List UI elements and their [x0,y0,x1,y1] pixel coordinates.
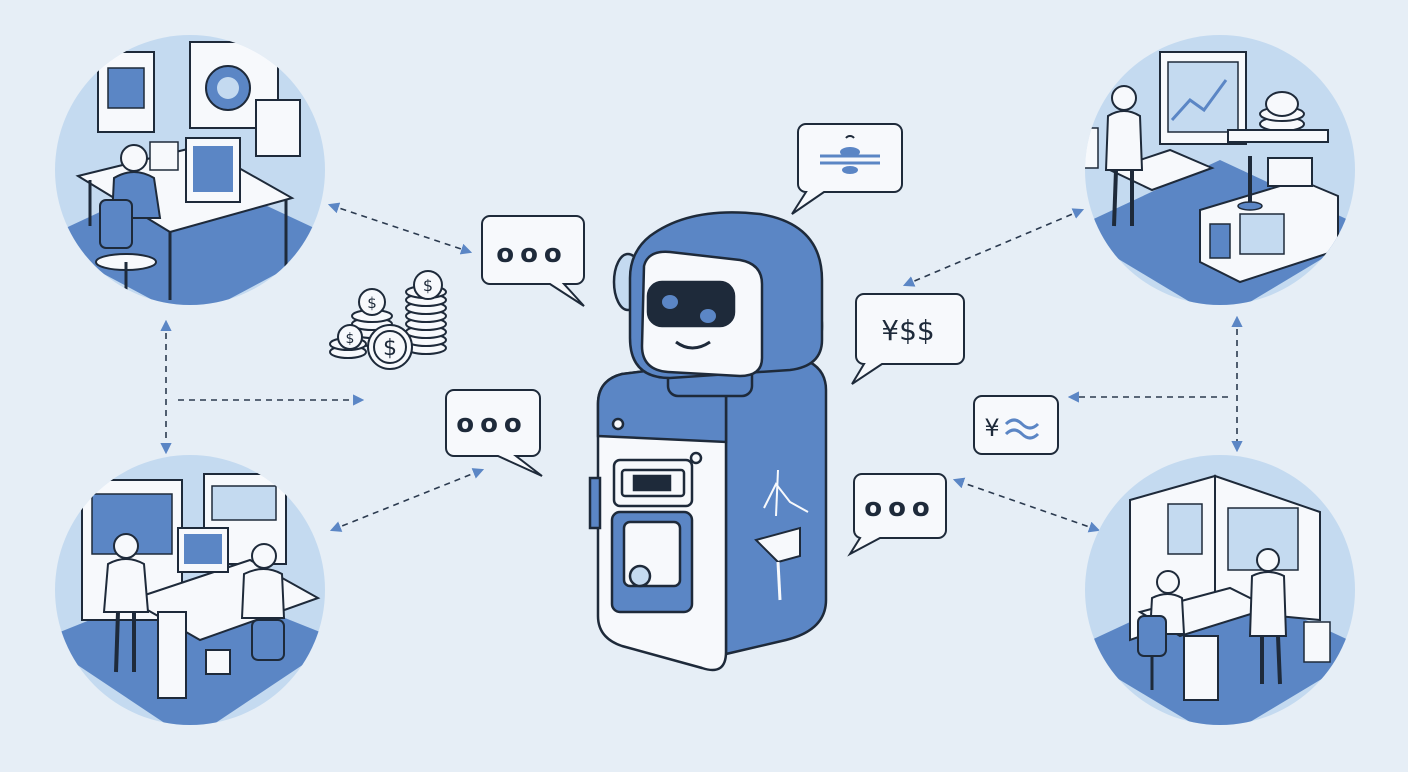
chat-bubble-top: ooo [481,215,585,307]
chat-bubble-left-mid: ooo [445,389,543,477]
dots-right-text: ooo [864,493,936,523]
office-scene-top-right [1085,35,1355,305]
office-scene-bottom-left [55,455,325,725]
svg-text:$: $ [346,331,355,347]
currency-main-text: ¥$$ [881,314,934,347]
robot-icon [588,211,828,672]
arrow-br-to-bubble [952,477,1101,533]
currency-small-text: ¥ [984,414,999,442]
office-scene-bottom-right [1085,455,1355,725]
arrow-tl-to-bubble [327,202,473,255]
chat-bubble-right: ooo [847,473,947,557]
dots-top-text: ooo [496,239,568,269]
coins-icon: $ $ $ $ [329,270,447,370]
svg-text:$: $ [423,276,433,295]
chat-bubble-top-right [791,123,903,215]
arrow-tr-to-currency [902,208,1085,287]
currency-bubble-main: ¥$$ [851,293,965,385]
connectors [160,202,1243,533]
office-scene-top-left [55,35,325,305]
svg-text:$: $ [383,336,397,361]
dots-mid-text: ooo [456,409,528,439]
svg-text:$: $ [367,294,377,312]
currency-bubble-small: ¥ [973,395,1059,455]
arrow-bl-to-bubble [329,468,485,532]
